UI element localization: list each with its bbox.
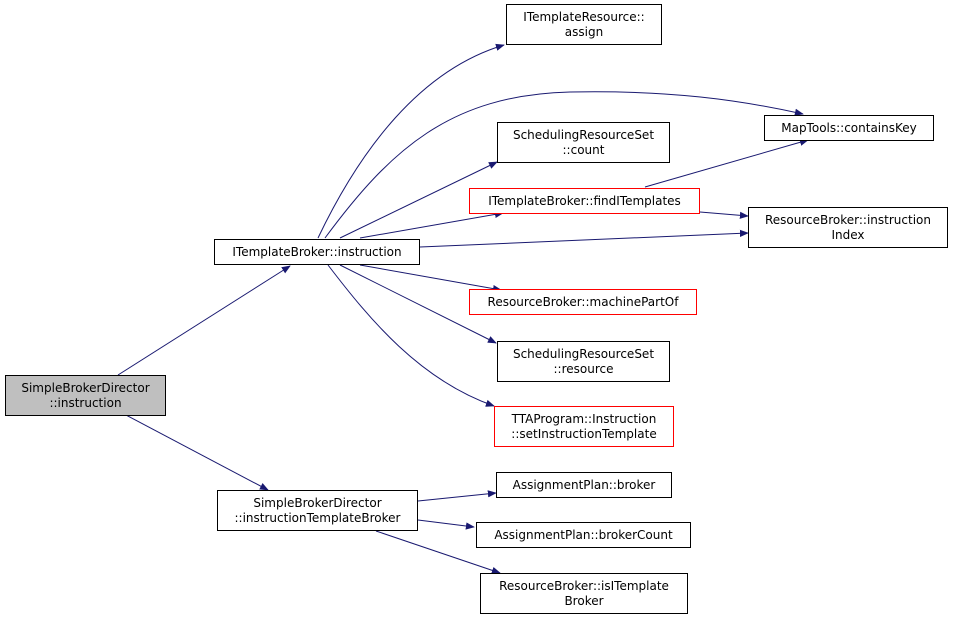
node-line: MapTools::containsKey bbox=[781, 120, 917, 135]
node-assignmentplan-brokercount[interactable]: AssignmentPlan::brokerCount bbox=[476, 522, 691, 548]
edge-root-to-ib-instruction bbox=[117, 265, 291, 376]
edge-find-to-maptools bbox=[644, 138, 809, 188]
node-line: ResourceBroker::machinePartOf bbox=[487, 294, 679, 309]
edge-sbd-itb-to-ap-broker bbox=[417, 490, 497, 502]
node-schedulingresourceset-resource[interactable]: SchedulingResourceSet ::resource bbox=[497, 341, 670, 382]
node-line: SchedulingResourceSet bbox=[512, 127, 655, 142]
node-schedulingresourceset-count[interactable]: SchedulingResourceSet ::count bbox=[497, 122, 670, 163]
node-ttaprogram-instruction-setinstructiontemplate[interactable]: TTAProgram::Instruction ::setInstruction… bbox=[494, 406, 674, 447]
edge-ib-to-srs-resource bbox=[339, 264, 497, 344]
node-line: assign bbox=[564, 24, 604, 39]
node-resourcebroker-isitemplatebroker[interactable]: ResourceBroker::isITemplate Broker bbox=[480, 573, 688, 614]
node-line: SimpleBrokerDirector bbox=[21, 380, 150, 395]
edge-ib-to-tta-set bbox=[327, 264, 495, 407]
node-line: AssignmentPlan::brokerCount bbox=[494, 527, 673, 542]
node-line: ITemplateBroker::instruction bbox=[232, 244, 402, 259]
node-assignmentplan-broker[interactable]: AssignmentPlan::broker bbox=[496, 472, 672, 498]
edge-root-to-sbd-itb bbox=[125, 414, 269, 491]
node-line: SimpleBrokerDirector bbox=[253, 495, 382, 510]
node-line: Index bbox=[831, 227, 865, 242]
edge-ib-to-machine-part bbox=[359, 264, 502, 293]
node-line: Broker bbox=[564, 593, 604, 608]
node-line: ITemplateResource:: bbox=[523, 9, 645, 24]
node-line: ITemplateBroker::findITemplates bbox=[488, 193, 681, 208]
node-line: ResourceBroker::isITemplate bbox=[499, 578, 669, 593]
node-line: SchedulingResourceSet bbox=[512, 346, 655, 361]
edge-ib-to-maptools bbox=[324, 91, 804, 239]
node-simplebrokerdirector-instructiontemplatebroker[interactable]: SimpleBrokerDirector ::instructionTempla… bbox=[217, 490, 418, 531]
node-itemplateresource-assign[interactable]: ITemplateResource:: assign bbox=[506, 4, 662, 45]
node-line: ::instructionTemplateBroker bbox=[234, 510, 401, 525]
edge-ib-to-srs-count bbox=[339, 161, 498, 239]
node-resourcebroker-instructionindex[interactable]: ResourceBroker::instruction Index bbox=[748, 207, 948, 248]
node-line: ::instruction bbox=[49, 395, 122, 410]
node-resourcebroker-machinepartof[interactable]: ResourceBroker::machinePartOf bbox=[469, 289, 697, 315]
node-line: AssignmentPlan::broker bbox=[512, 477, 656, 492]
edge-sbd-itb-to-ap-count bbox=[417, 519, 475, 530]
node-line: ::count bbox=[562, 142, 605, 157]
node-itemplatebroker-finditemplates[interactable]: ITemplateBroker::findITemplates bbox=[469, 188, 700, 214]
node-maptools-containskey[interactable]: MapTools::containsKey bbox=[764, 115, 934, 141]
node-line: ::setInstructionTemplate bbox=[511, 426, 657, 441]
edge-ib-to-find-templates bbox=[359, 210, 504, 239]
edge-ib-to-itr-assign bbox=[317, 43, 505, 239]
node-line: ::resource bbox=[553, 361, 614, 376]
node-itemplatebroker-instruction[interactable]: ITemplateBroker::instruction bbox=[214, 239, 420, 265]
edge-find-to-rb-index bbox=[699, 211, 749, 219]
node-line: ResourceBroker::instruction bbox=[764, 212, 931, 227]
node-simplebrokerdirector-instruction[interactable]: SimpleBrokerDirector ::instruction bbox=[5, 375, 166, 416]
node-line: TTAProgram::Instruction bbox=[511, 411, 657, 426]
edge-ib-to-rb-index bbox=[419, 229, 749, 248]
edge-sbd-itb-to-rb-isit bbox=[375, 530, 501, 574]
